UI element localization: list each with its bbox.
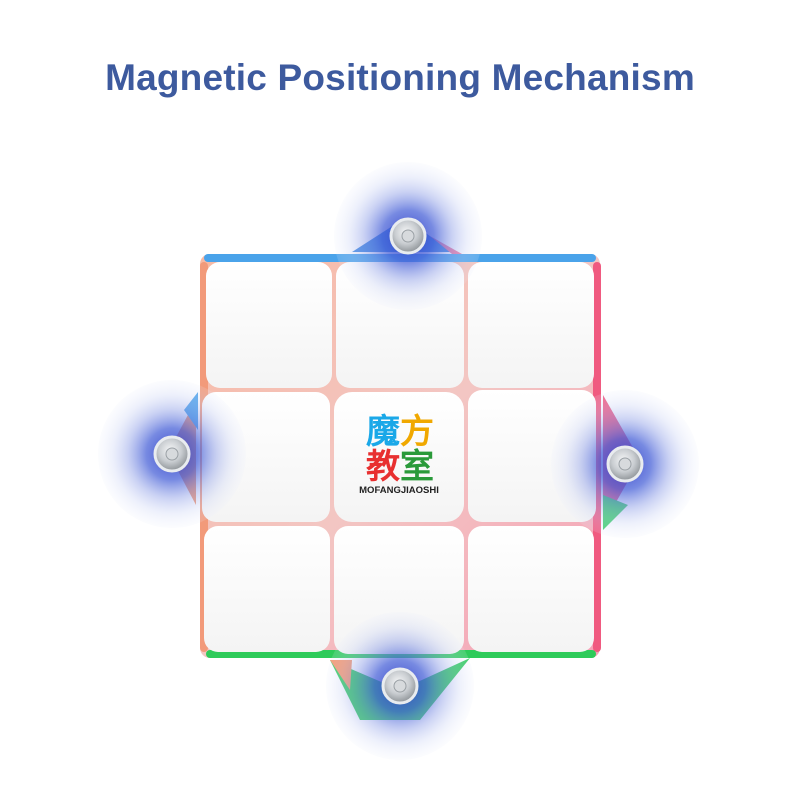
magnet-top xyxy=(334,162,482,310)
headline: Magnetic Positioning Mechanism xyxy=(105,57,695,98)
logo-char-4: 室 xyxy=(400,447,434,487)
magnet-right xyxy=(551,390,699,538)
sticker xyxy=(468,262,594,388)
magnet-center xyxy=(618,457,632,471)
magnet-center xyxy=(165,447,179,461)
logo-char-1: 魔 xyxy=(366,412,400,452)
magnet-center xyxy=(393,679,407,693)
brand-logo: 魔 方 教 室 MOFANGJIAOSHI xyxy=(359,412,439,496)
magnet-bottom xyxy=(326,612,474,760)
sticker xyxy=(206,262,332,388)
sticker-center xyxy=(334,392,464,522)
logo-char-3: 教 xyxy=(366,447,400,487)
logo-char-2: 方 xyxy=(400,412,434,452)
sticker xyxy=(204,526,330,652)
magnet-left xyxy=(98,380,246,528)
magnet-center xyxy=(401,229,415,243)
logo-brand-text: MOFANGJIAOSHI xyxy=(359,485,439,496)
sticker xyxy=(468,526,594,652)
